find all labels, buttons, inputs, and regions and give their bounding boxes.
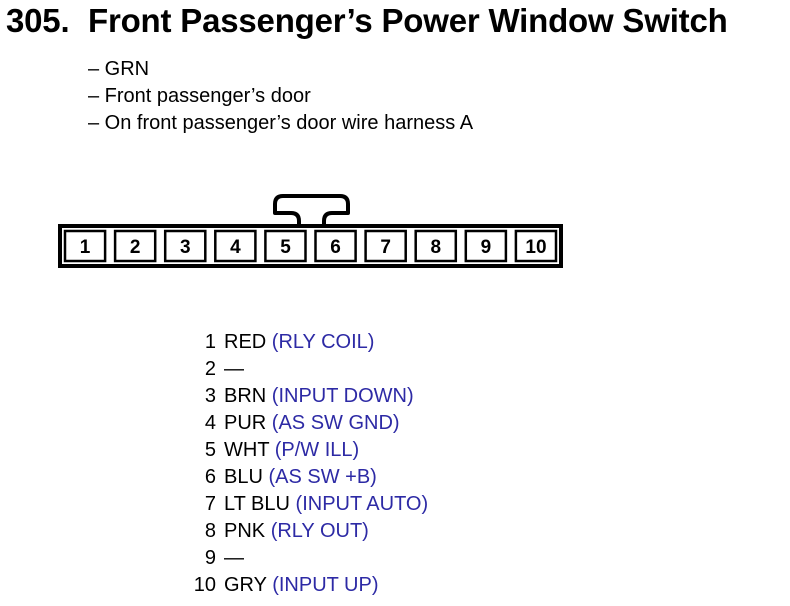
connector-cavity (214, 229, 257, 263)
cavity-number: 5 (280, 237, 291, 258)
connector-cavity (264, 229, 307, 263)
cavity-number: 9 (481, 237, 492, 258)
pin-row: 5 WHT (P/W ILL) (190, 437, 428, 464)
pin-row: 3 BRN (INPUT DOWN) (190, 383, 428, 410)
pin-function: (AS SW +B) (268, 466, 377, 488)
cavity-number: 4 (230, 237, 241, 258)
pin-function: (INPUT DOWN) (271, 385, 414, 407)
pin-row: 8 PNK (RLY OUT) (190, 518, 428, 545)
wire-color: — (224, 358, 244, 380)
section-title: Front Passenger’s Power Window Switch (88, 2, 728, 39)
connector-cavity (464, 229, 508, 263)
connector-cavity (514, 229, 558, 263)
wire-color: WHT (224, 439, 270, 461)
wire-color: PNK (224, 520, 266, 542)
pin-row: 9— (190, 545, 428, 572)
pin-row: 2— (190, 356, 428, 383)
wire-color: — (224, 547, 244, 569)
wire-color: RED (224, 331, 267, 353)
cavity-number: 1 (80, 237, 91, 258)
wire-color: LT BLU (224, 493, 290, 515)
pin-number: 8 (204, 520, 216, 542)
connector-cavity (163, 229, 207, 263)
connector-cavity (63, 229, 107, 263)
pin-function: (P/W ILL) (274, 439, 360, 461)
pin-number: 6 (204, 466, 216, 488)
page-title: 305. Front Passenger’s Power Window Switc… (6, 2, 728, 40)
connector-location: – Front passenger’s door (88, 85, 311, 107)
pin-row: 7 LT BLU (INPUT AUTO) (190, 491, 428, 518)
pin-number: 9 (204, 547, 216, 569)
wire-color: PUR (224, 412, 267, 434)
connector-cavity (364, 229, 407, 263)
pin-row: 10 GRY (INPUT UP) (190, 572, 428, 599)
pin-number: 1 (204, 331, 216, 353)
wire-color: BLU (224, 466, 263, 488)
cavity-number: 2 (130, 237, 141, 258)
wire-color: GRY (224, 574, 267, 596)
pin-function: (INPUT UP) (272, 574, 379, 596)
connector-lock-tab (273, 194, 350, 228)
pin-number: 3 (204, 385, 216, 407)
pin-number: 2 (204, 358, 216, 380)
connector-cavity (314, 229, 357, 263)
connector-info-list: – GRN – Front passenger’s door – On fron… (88, 56, 473, 137)
cavity-number: 10 (525, 237, 546, 258)
pin-row: 1 RED (RLY COIL) (190, 329, 428, 356)
pin-function: (INPUT AUTO) (295, 493, 429, 515)
connector-color: – GRN (88, 58, 150, 80)
pin-number: 5 (204, 439, 216, 461)
pin-number: 7 (204, 493, 216, 515)
pin-function: (RLY OUT) (270, 520, 369, 542)
pin-row: 6 BLU (AS SW +B) (190, 464, 428, 491)
cavity-number: 6 (330, 237, 341, 258)
cavity-number: 7 (380, 237, 391, 258)
pin-function: (AS SW GND) (271, 412, 400, 434)
pin-row: 4 PUR (AS SW GND) (190, 410, 428, 437)
cavity-number: 3 (180, 237, 191, 258)
wire-color: BRN (224, 385, 267, 407)
pin-number: 10 (193, 574, 216, 596)
pin-function: (RLY COIL) (271, 331, 375, 353)
connector-harness: – On front passenger’s door wire harness… (88, 112, 474, 134)
connector-cavity (414, 229, 458, 263)
connector-cavity (113, 229, 157, 263)
section-number: 305. (6, 2, 70, 39)
connector-diagram: 1 2 3 4 5 6 7 8 9 10 (58, 194, 563, 268)
pin-number: 4 (204, 412, 216, 434)
cavity-number: 8 (431, 237, 442, 258)
